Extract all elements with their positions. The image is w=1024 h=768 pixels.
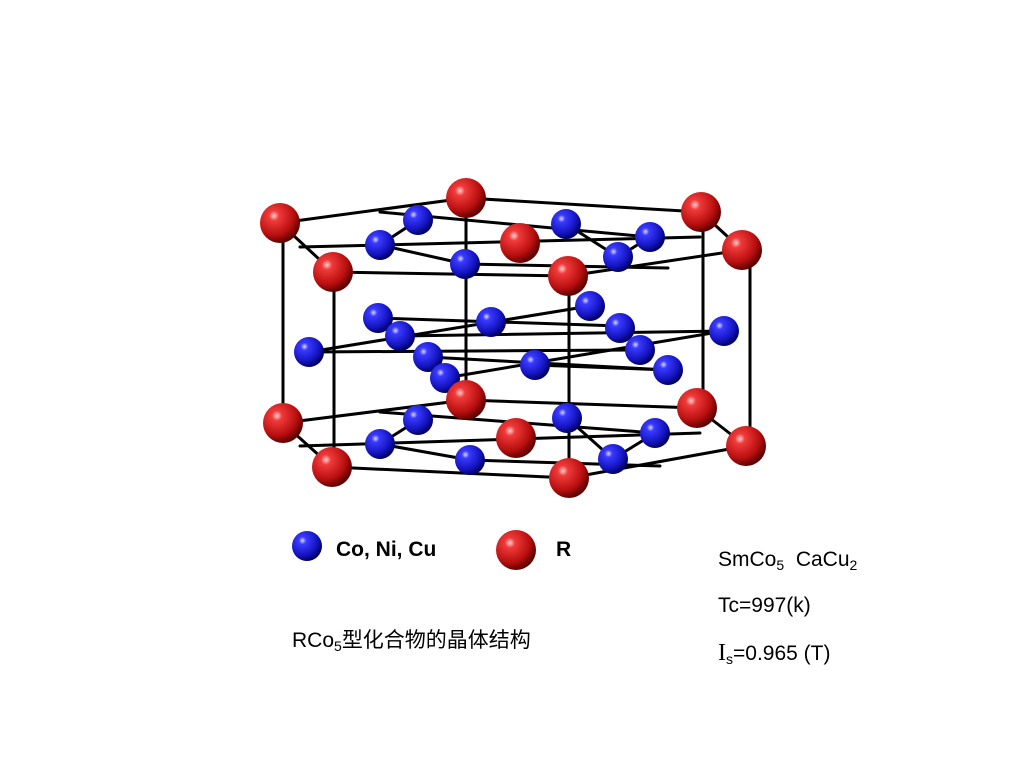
co-atom: [640, 418, 670, 448]
compound-2-base: CaCu: [795, 548, 850, 571]
r-atom: [312, 447, 352, 487]
co-atom: [598, 444, 628, 474]
curie-temperature: Tc=997(k): [718, 594, 811, 617]
compound-2-sub: 2: [849, 557, 858, 573]
r-atom: [446, 178, 486, 218]
co-atom: [363, 303, 393, 333]
co-atom: [552, 403, 582, 433]
compound-line: SmCo5 CaCu2: [718, 548, 857, 573]
co-atom: [365, 230, 395, 260]
r-atom: [500, 223, 540, 263]
r-atom: [726, 426, 766, 466]
legend-r-swatch: [496, 530, 536, 570]
co-atom: [455, 445, 485, 475]
legend-co-swatch: [292, 531, 322, 561]
r-atom: [722, 230, 762, 270]
r-atom: [263, 403, 303, 443]
is-sub: s: [726, 651, 733, 667]
co-atom: [403, 405, 433, 435]
r-atom: [313, 252, 353, 292]
is-symbol: I: [718, 640, 726, 666]
co-atom: [294, 337, 324, 367]
co-atom: [605, 313, 635, 343]
caption-text: 型化合物的晶体结构: [341, 629, 531, 652]
caption-formula-sub: 5: [334, 638, 342, 654]
co-atom: [575, 291, 605, 321]
r-atom: [446, 380, 486, 420]
legend-r-label: R: [556, 538, 572, 561]
r-atom: [677, 388, 717, 428]
co-atom: [403, 205, 433, 235]
figure-caption: RCo5型化合物的晶体结构: [292, 624, 531, 654]
co-atom: [450, 249, 480, 279]
co-atom: [709, 316, 739, 346]
r-atom: [260, 203, 300, 243]
saturation-magnetization: Is=0.965 (T): [718, 640, 830, 667]
r-atom: [496, 418, 536, 458]
co-atom: [653, 355, 683, 385]
r-atom: [681, 192, 721, 232]
co-atom: [476, 307, 506, 337]
co-atom: [520, 350, 550, 380]
co-atom: [365, 429, 395, 459]
co-atoms: [294, 205, 739, 475]
r-atoms: [260, 178, 766, 498]
co-atom: [625, 335, 655, 365]
is-value: =0.965 (T): [733, 642, 831, 665]
co-atom: [551, 209, 581, 239]
r-atom: [548, 256, 588, 296]
r-atom: [549, 458, 589, 498]
co-atom: [385, 321, 415, 351]
co-atom: [635, 222, 665, 252]
compound-1-base: SmCo: [718, 548, 777, 571]
legend-co-label: Co, Ni, Cu: [336, 538, 437, 561]
co-atom: [413, 342, 443, 372]
caption-formula-base: RCo: [292, 629, 335, 652]
compound-1-sub: 5: [776, 557, 785, 573]
co-atom: [603, 242, 633, 272]
